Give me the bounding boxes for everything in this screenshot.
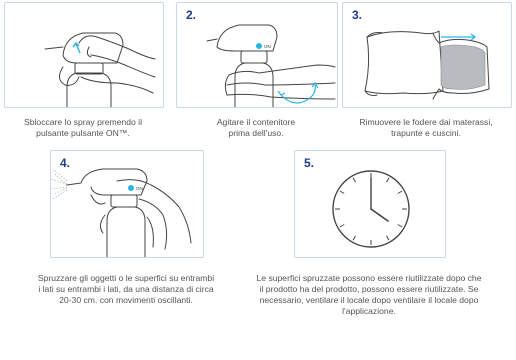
on-label: ON — [264, 44, 271, 49]
step-5-caption: Le superfici spruzzate possono essere ri… — [256, 273, 482, 316]
unlock-spray-illustration — [44, 32, 156, 107]
on-label: ON — [136, 186, 143, 191]
shake-container-illustration: ON — [206, 24, 336, 107]
step-1-panel — [4, 2, 164, 108]
remove-covers-illustration — [364, 30, 490, 100]
step-5-panel: 5. — [294, 150, 446, 258]
step-2-number: 2. — [186, 8, 197, 22]
step-4-number: 4. — [60, 156, 71, 170]
clock-illustration — [332, 170, 410, 248]
step-2-panel: 2. ON — [176, 2, 338, 108]
spray-surface-illustration: ON — [51, 168, 192, 257]
step-3-number: 3. — [352, 8, 363, 22]
step-5-number: 5. — [304, 156, 315, 170]
step-4-caption: Spruzzare gli oggetti o le superfici su … — [37, 273, 215, 305]
step-4-panel: 4. ON — [50, 150, 204, 258]
hour-hand — [370, 208, 389, 222]
step-2-caption: Agitare il contenitore prima dell'uso. — [216, 117, 296, 138]
step-1-caption: Sbloccare lo spray premendo il pulsante … — [24, 117, 142, 138]
step-3-panel: 3. — [342, 2, 512, 108]
step-3-caption: Rimuovere le fodere dai materassi, trapu… — [359, 117, 493, 138]
